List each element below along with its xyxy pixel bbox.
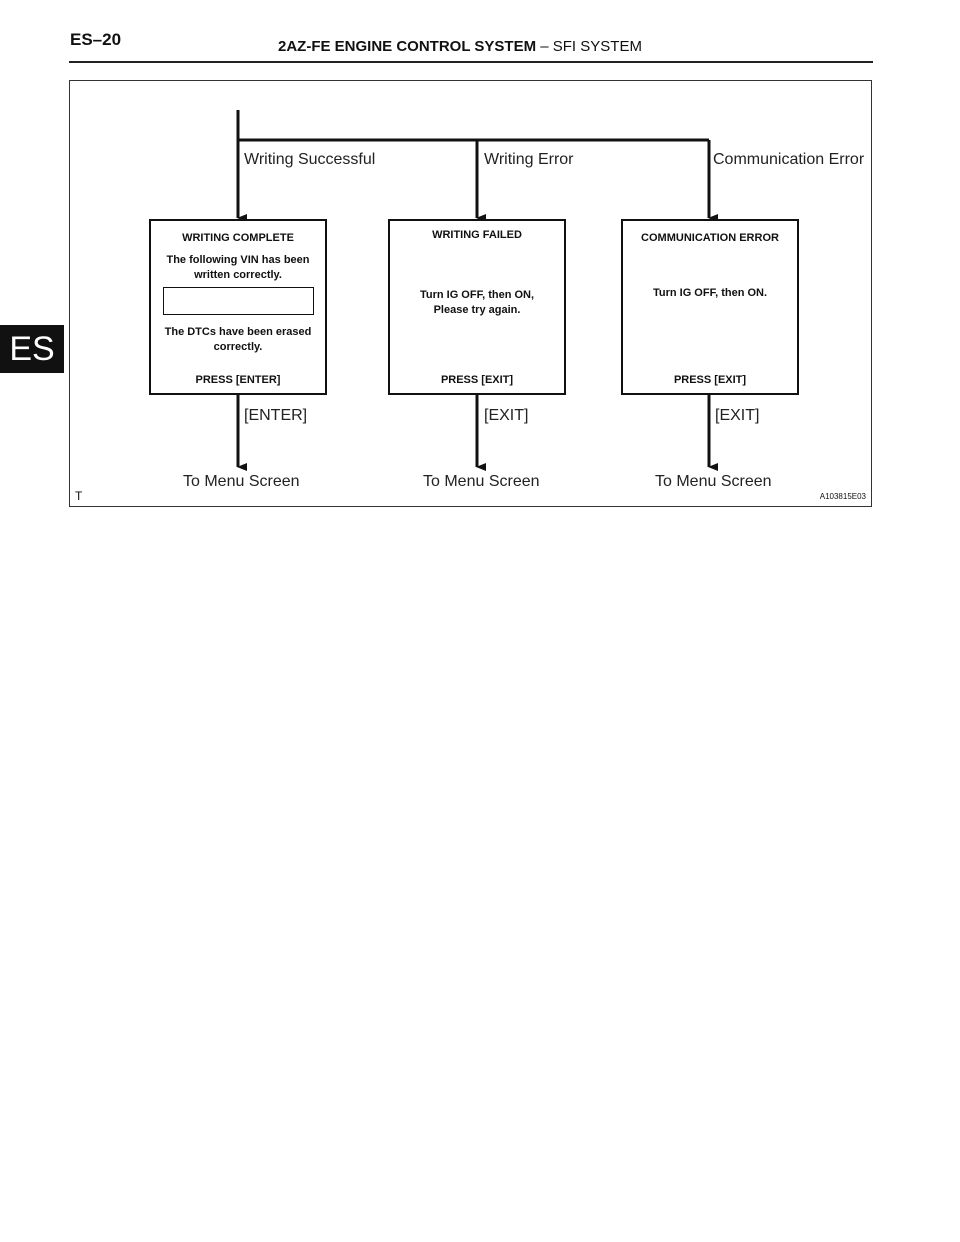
screen-title: COMMUNICATION ERROR [641,232,779,244]
flow-diagram: Writing Successful Writing Error Communi… [69,80,872,507]
page-title: 2AZ-FE ENGINE CONTROL SYSTEM – SFI SYSTE… [278,38,642,55]
diagram-connectors [236,110,718,471]
figure-corner-mark: T [75,489,83,503]
label-writing-error: Writing Error [484,151,574,168]
page-title-bold: 2AZ-FE ENGINE CONTROL SYSTEM [278,38,537,55]
label-communication-error: Communication Error [713,151,865,168]
header-rule [69,61,873,63]
screen-message-2: The DTCs have been erased correctly. [164,326,312,353]
page-title-rest: – SFI SYSTEM [540,38,642,55]
screen-message: Turn IG OFF, then ON. [652,287,768,299]
screen-writing-complete: WRITING COMPLETE The following VIN has b… [149,219,327,395]
screen-prompt: PRESS [EXIT] [440,374,514,386]
label-to-menu-screen: To Menu Screen [423,473,540,490]
screen-title: WRITING COMPLETE [182,232,294,244]
section-tab: ES [0,325,64,373]
screen-title: WRITING FAILED [432,229,522,241]
screen-prompt: PRESS [ENTER] [195,374,281,386]
label-writing-successful: Writing Successful [244,151,376,168]
screen-prompt: PRESS [EXIT] [673,374,747,386]
label-enter-key: [ENTER] [244,407,308,424]
screen-message: Turn IG OFF, then ON, Please try again. [419,289,535,316]
vin-display-field [163,287,314,315]
label-to-menu-screen: To Menu Screen [655,473,772,490]
screen-writing-failed: WRITING FAILED Turn IG OFF, then ON, Ple… [388,219,566,395]
screen-communication-error: COMMUNICATION ERROR Turn IG OFF, then ON… [621,219,799,395]
label-exit-key: [EXIT] [715,407,760,424]
screen-message: The following VIN has been written corre… [166,254,310,281]
figure-code: A103815E03 [819,492,866,501]
page-number: ES–20 [70,30,122,49]
label-to-menu-screen: To Menu Screen [183,473,300,490]
label-exit-key: [EXIT] [484,407,529,424]
